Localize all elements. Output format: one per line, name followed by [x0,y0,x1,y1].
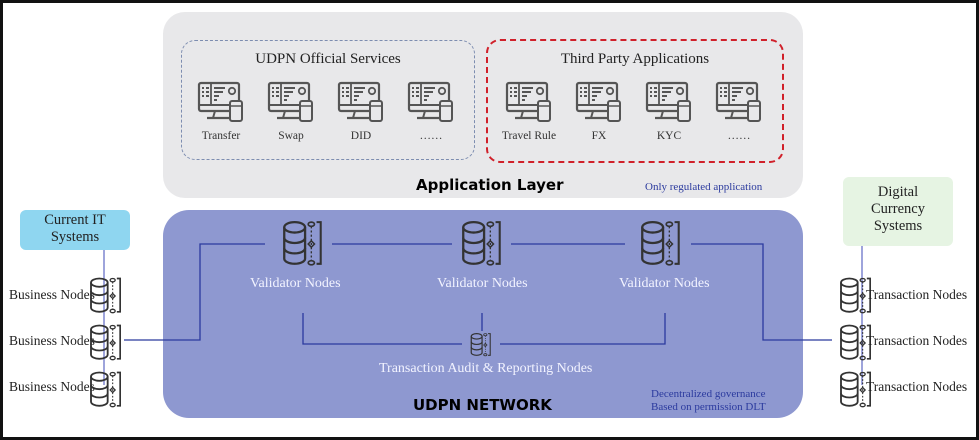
business-node-label: Business Nodes [9,333,95,348]
database-node-icon [634,219,688,269]
udpn-network-title: UDPN NETWORK [413,396,552,414]
app-label: Swap [278,130,304,142]
dc-systems-line2: Currency [871,201,925,217]
database-node-icon [455,219,509,269]
network-note-line2: Based on permission DLT [651,401,766,413]
app-more[interactable]: …… [396,81,466,142]
application-layer-note: Only regulated application [645,181,763,193]
audit-node-label: Transaction Audit & Reporting Nodes [379,361,593,376]
app-label: FX [591,130,607,142]
third-party-applications-group: Third Party Applications Travel Rule FX … [486,39,784,163]
app-label: KYC [656,130,682,142]
audit-left-link [302,313,462,345]
validator-node-label: Validator Nodes [250,276,341,291]
network-note-line1: Decentralized governance [651,388,766,400]
app-label: …… [727,130,751,142]
dc-systems-line1: Digital [877,184,919,200]
business-node-label: Business Nodes [9,379,95,394]
app-label: Travel Rule [501,130,557,142]
app-more-third[interactable]: …… [704,81,774,142]
app-fx[interactable]: FX [564,81,634,142]
transaction-node-label: Transaction Nodes [866,287,968,302]
official-services-title: UDPN Official Services [255,51,401,67]
business-node-label: Business Nodes [9,287,95,302]
app-travel-rule[interactable]: Travel Rule [494,81,564,142]
transaction-node-label: Transaction Nodes [866,333,968,348]
app-label: Transfer [201,130,241,142]
validator-node-label: Validator Nodes [619,276,710,291]
dc-systems-line3: Systems [873,218,923,234]
it-systems-line1: Current IT [44,212,106,228]
app-kyc[interactable]: KYC [634,81,704,142]
digital-currency-systems-box[interactable]: Digital Currency Systems [843,177,953,246]
app-label: …… [419,130,443,142]
business-to-validator-link [124,243,265,341]
current-it-systems-box[interactable]: Current IT Systems [20,210,130,250]
third-party-title: Third Party Applications [560,51,710,67]
app-did[interactable]: DID [326,81,396,142]
database-node-icon [276,219,330,269]
app-transfer[interactable]: Transfer [186,81,256,142]
application-layer-title: Application Layer [416,176,564,194]
database-node-icon [88,370,124,410]
it-systems-line2: Systems [50,229,100,245]
validator-to-transaction-link [691,243,832,341]
database-node-icon [465,332,497,358]
validator-node-label: Validator Nodes [437,276,528,291]
transaction-node-label: Transaction Nodes [866,379,968,394]
audit-right-link [500,313,666,345]
app-label: DID [350,130,372,142]
database-node-icon [88,323,124,363]
database-node-icon [88,276,124,316]
app-swap[interactable]: Swap [256,81,326,142]
udpn-official-services-group: UDPN Official Services Transfer Swap DID… [181,40,475,160]
